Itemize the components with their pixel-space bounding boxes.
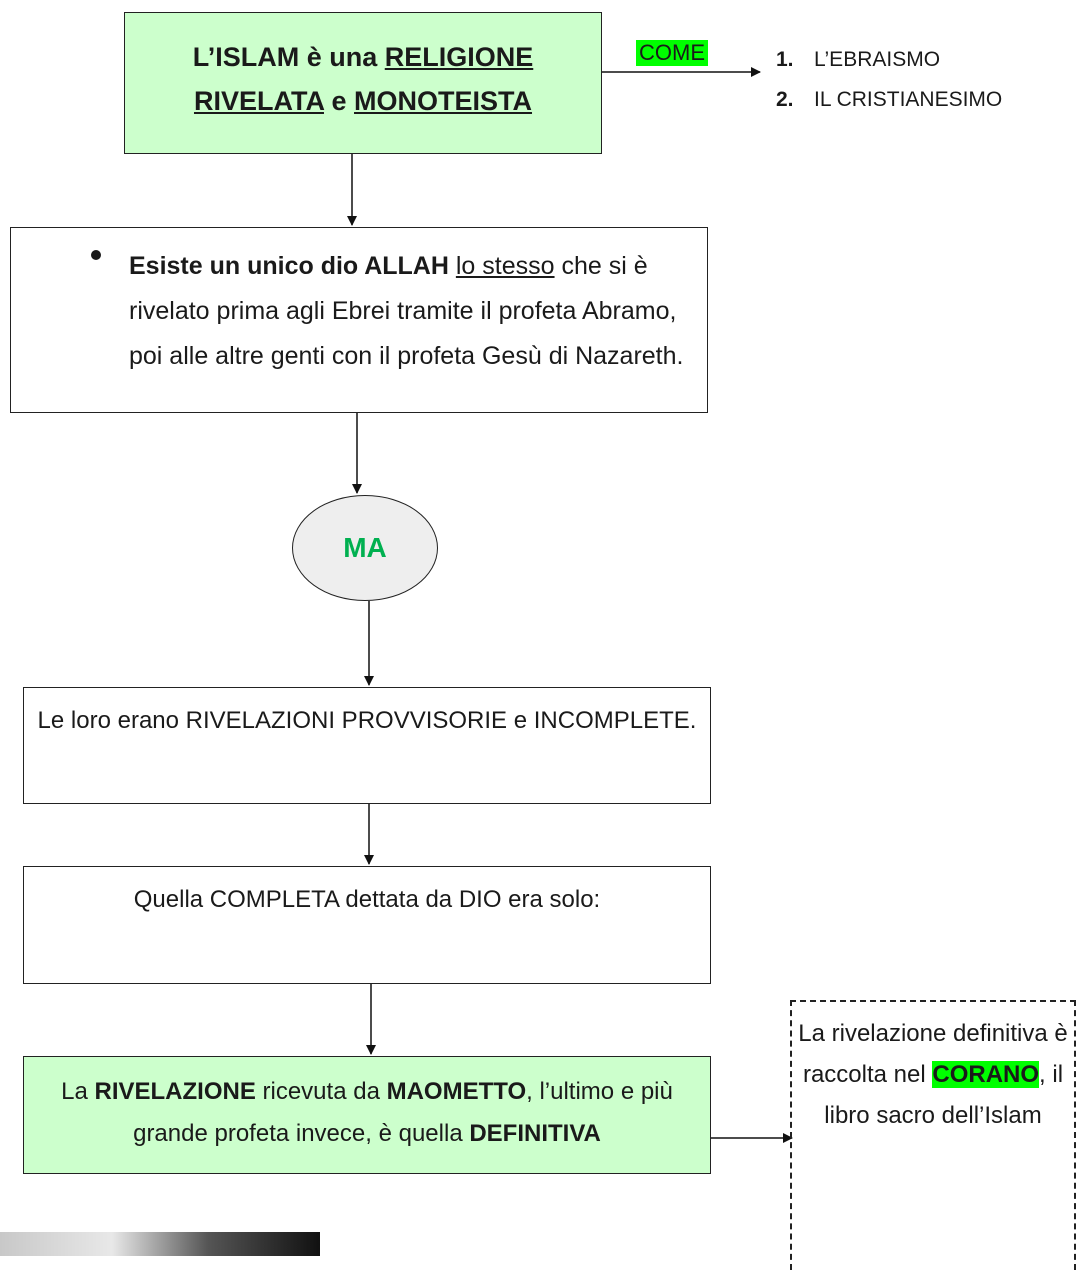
- complete-text: Quella COMPLETA dettata da DIO era solo:: [133, 886, 601, 913]
- title-religione: RELIGIONE: [384, 42, 534, 72]
- definitive-bold-2: MAOMETTO: [386, 1078, 527, 1105]
- corano-text-2: , il libro sacro dell’Islam: [824, 1061, 1064, 1129]
- list-item-number: 1.: [776, 48, 794, 71]
- ma-oval: MA: [292, 495, 438, 601]
- list-item-label: IL CRISTIANESIMO: [814, 88, 1003, 111]
- corano-note: La rivelazione definitiva è raccolta nel…: [790, 1000, 1076, 1270]
- allah-rest: che si è rivelato prima agli Ebrei trami…: [129, 252, 684, 370]
- definitive-text-1: La: [61, 1078, 95, 1105]
- title-monoteista: MONOTEISTA: [354, 86, 533, 116]
- allah-underlined: lo stesso: [455, 252, 555, 280]
- allah-bold: Esiste un unico dio ALLAH: [129, 252, 449, 280]
- list-item: 2. IL CRISTIANESIMO: [776, 80, 1002, 120]
- list-item-number: 2.: [776, 88, 794, 111]
- definitive-text-2: ricevuta da: [255, 1078, 387, 1105]
- definitive-bold-3: DEFINITIVA: [469, 1120, 601, 1147]
- title-prefix: L’ISLAM è una: [192, 42, 385, 72]
- definitive-box: La RIVELAZIONE ricevuta da MAOMETTO, l’u…: [23, 1056, 711, 1174]
- corano-highlight: CORANO: [932, 1061, 1040, 1088]
- provisional-text: Le loro erano RIVELAZIONI PROVVISORIE e …: [37, 707, 697, 734]
- definitive-text-3: , l’ultimo e più grande profeta invece, …: [133, 1078, 673, 1147]
- comparison-list: 1. L’EBRAISMO 2. IL CRISTIANESIMO: [776, 40, 1002, 120]
- list-item: 1. L’EBRAISMO: [776, 40, 1002, 80]
- come-label: COME: [636, 40, 708, 66]
- photo-thumbnail: [0, 1232, 320, 1256]
- provisional-box: Le loro erano RIVELAZIONI PROVVISORIE e …: [23, 687, 711, 804]
- definitive-bold-1: RIVELAZIONE: [94, 1078, 256, 1105]
- title-box: L’ISLAM è una RELIGIONE RIVELATA e MONOT…: [124, 12, 602, 154]
- title-conj: e: [323, 86, 355, 116]
- title-rivelata: RIVELATA: [193, 86, 324, 116]
- list-item-label: L’EBRAISMO: [814, 48, 941, 71]
- allah-box: Esiste un unico dio ALLAH lo stesso che …: [10, 227, 708, 413]
- bullet-icon: [91, 250, 101, 260]
- complete-box: Quella COMPLETA dettata da DIO era solo:: [23, 866, 711, 984]
- corano-text-1: La rivelazione definitiva è raccolta nel: [798, 1020, 1068, 1088]
